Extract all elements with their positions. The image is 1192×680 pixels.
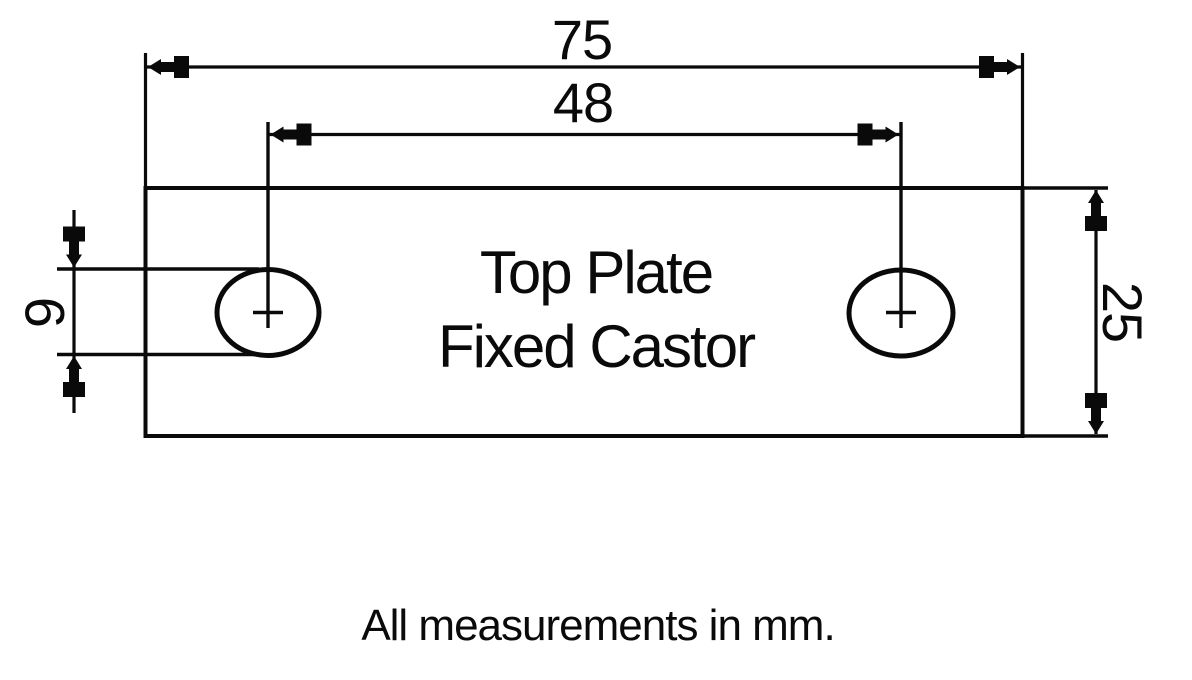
- measurements-note: All measurements in mm.: [361, 601, 835, 650]
- depth-dim-label: 25: [1091, 281, 1154, 343]
- width-dim-label: 75: [551, 8, 613, 71]
- plate-outline: [143, 186, 1025, 438]
- plate-title-line1: Top Plate: [479, 239, 714, 306]
- hole-arrow-up: [63, 356, 85, 397]
- hole-arrow-down: [63, 226, 85, 268]
- hole-dim-label: 9: [13, 297, 76, 329]
- centres-dim-label: 48: [552, 71, 614, 134]
- plate-title: Top Plate Fixed Castor: [346, 236, 846, 384]
- plate-title-line2: Fixed Castor: [437, 313, 756, 380]
- depth-arrow-down: [1085, 393, 1107, 434]
- width-arrow-right: [979, 56, 1020, 78]
- depth-arrow-up: [1085, 190, 1107, 231]
- centres-arrow-right: [857, 123, 899, 146]
- centres-arrow-left: [270, 123, 312, 146]
- width-arrow-left: [148, 56, 189, 78]
